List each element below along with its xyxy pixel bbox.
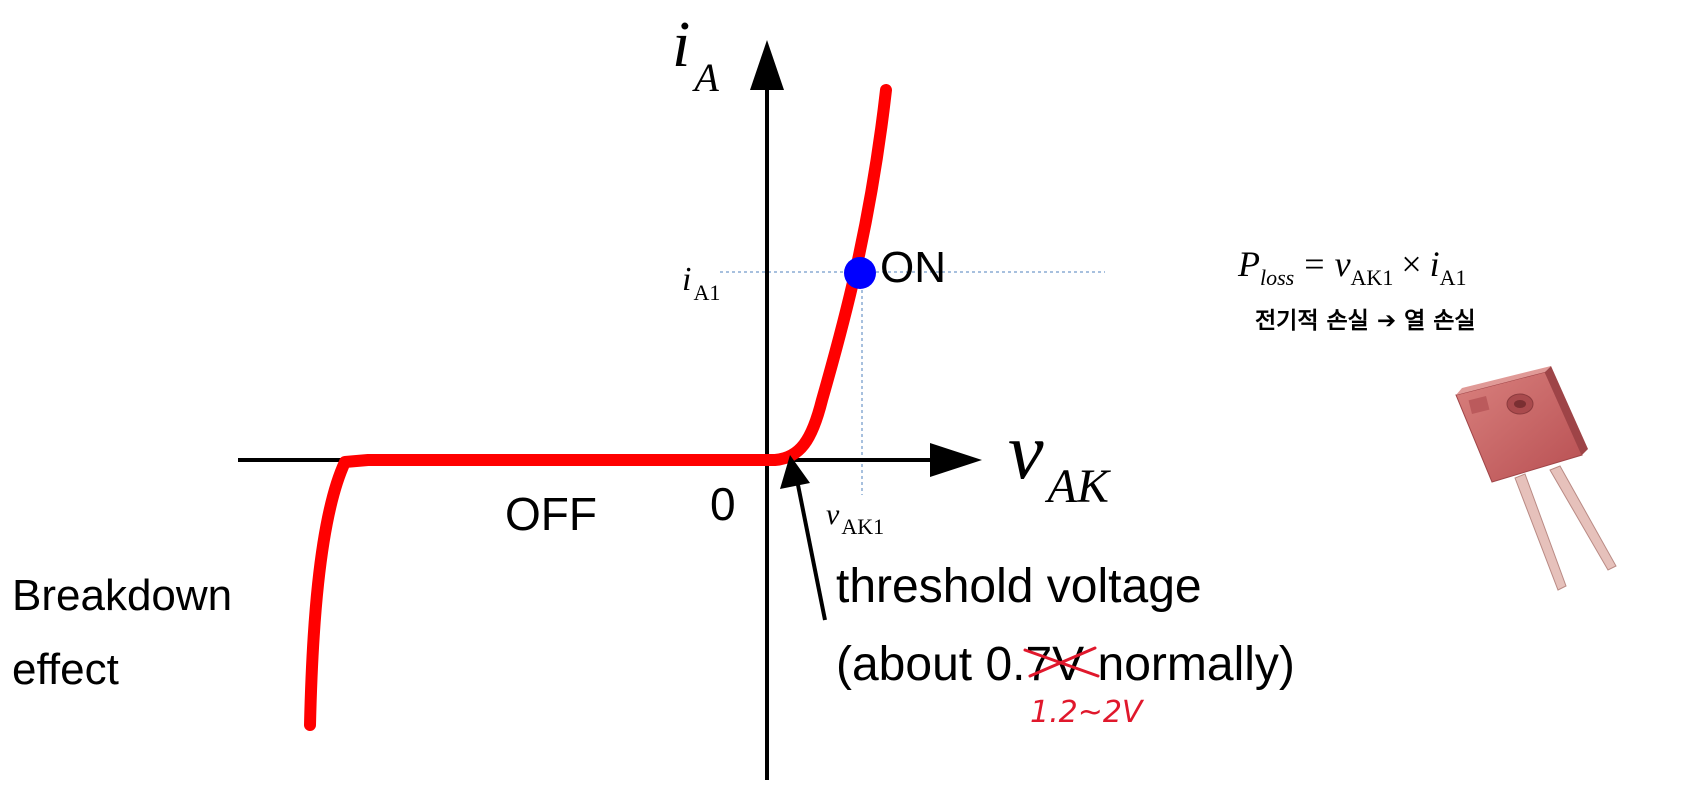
i-a1-label: iA1 [682,261,720,305]
threshold-arrow [795,479,827,621]
off-label: OFF [505,488,597,540]
threshold-arrow-head [780,455,810,489]
y-axis-arrow [750,40,784,90]
loss-formula: Ploss=vAK1×iA1 [1237,244,1467,290]
v-ak1-label: vAK1 [826,498,884,539]
operating-point [844,257,876,289]
origin-label: 0 [710,478,736,530]
threshold-line2: (about 0.7V normally) [836,638,1295,691]
handwritten-correction: 1.2~2V [1030,695,1145,730]
breakdown-line1: Breakdown [12,571,232,620]
on-label: ON [880,243,946,292]
strike-mark [1023,646,1100,678]
iv-curve [304,84,892,731]
threshold-line1: threshold voltage [836,560,1202,613]
to247-package-icon [1455,366,1617,591]
struck-value: 0.7 [985,638,1052,691]
x-axis-arrow [930,443,982,477]
x-axis-label: vAK [1008,408,1112,513]
breakdown-line2: effect [12,645,119,694]
loss-note: 전기적 손실 ➔ 열 손실 [1255,308,1476,334]
